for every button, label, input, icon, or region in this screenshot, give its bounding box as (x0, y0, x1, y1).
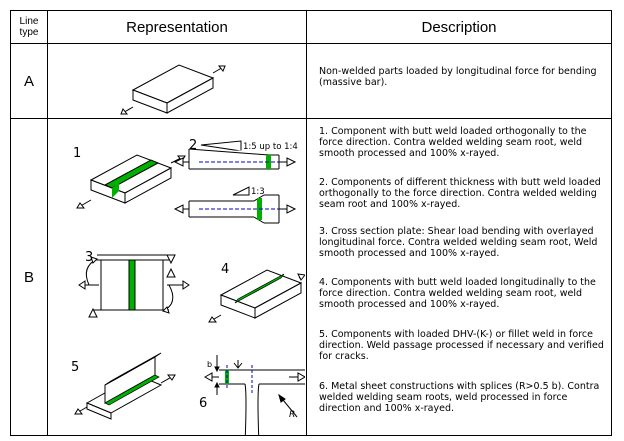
row-divider (11, 118, 611, 119)
weld-line-type-table: Line type Representation Description A B… (10, 10, 612, 436)
description-b5: 5. Components with loaded DHV-(K-) or fi… (319, 329, 604, 362)
representation-drawings: 1 2 3 4 5 6 1:5 up to 1:4 1:3 b R (71, 64, 305, 435)
row-type-b: B (23, 268, 34, 286)
header-line-type: Line type (19, 16, 39, 38)
butt-weld-plate-4 (208, 269, 305, 323)
description-b2: 2. Components of different thickness wit… (319, 177, 601, 210)
header-representation: Representation (126, 18, 228, 36)
description-b4: 4. Components with butt weld loaded long… (319, 277, 596, 310)
label-4: 4 (221, 262, 229, 277)
header-description: Description (421, 18, 497, 36)
butt-weld-plate-1 (76, 154, 186, 209)
description-b3: 3. Cross section plate: Shear load bendi… (319, 226, 598, 259)
label-3: 3 (85, 250, 93, 265)
row-type-a: A (23, 72, 34, 90)
description-b1: 1. Component with butt weld loaded ortho… (319, 126, 587, 159)
cross-section-plate (78, 254, 190, 318)
description-b6: 6. Metal sheet constructions with splice… (319, 381, 600, 414)
taper-ratio-label-1: 1:5 up to 1:4 (243, 142, 298, 152)
radius-r-label: R (289, 410, 295, 420)
tapered-joint-2 (173, 186, 297, 224)
column-divider (306, 11, 307, 435)
t-joint-splice (203, 355, 305, 435)
label-5: 5 (71, 360, 79, 375)
column-divider (47, 11, 48, 435)
label-2: 2 (189, 138, 197, 153)
tapered-joint-1 (173, 140, 297, 170)
taper-ratio-label-2: 1:3 (251, 187, 265, 197)
label-1: 1 (73, 146, 81, 161)
description-a: Non-welded parts loaded by longitudinal … (319, 66, 597, 88)
fillet-weld-drawing (74, 352, 176, 420)
dimension-b-label: b (207, 360, 212, 369)
header-divider (11, 43, 611, 44)
bar-drawing-a (120, 64, 226, 115)
label-6: 6 (199, 396, 207, 411)
